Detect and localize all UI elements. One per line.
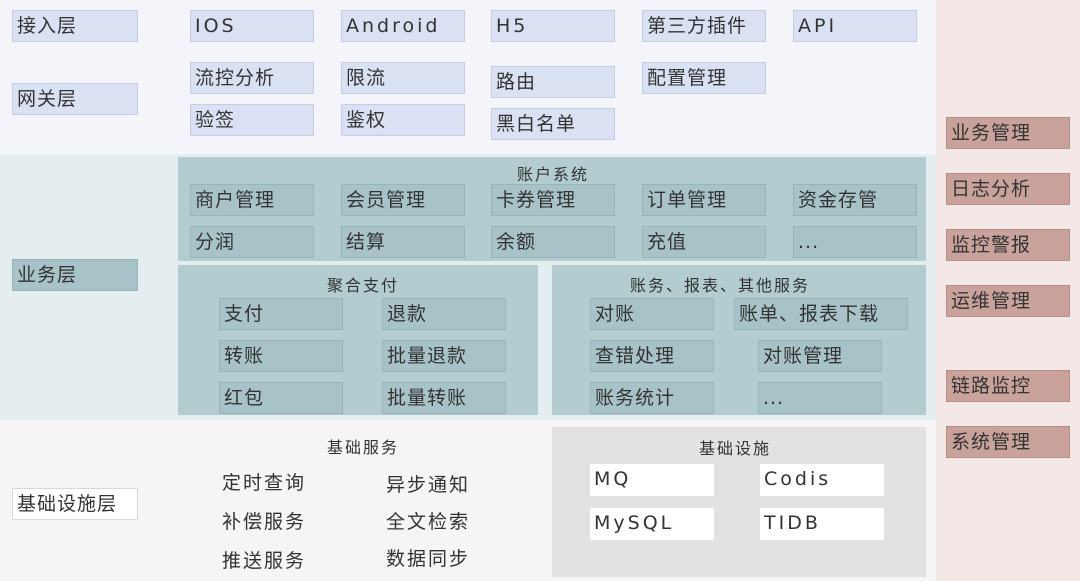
payment-item-red-packet: 红包: [219, 382, 343, 414]
accounting-item-reconciliation: 对账: [590, 298, 714, 330]
accounting-item-bill-report-download: 账单、报表下载: [734, 298, 908, 330]
gateway-item-routing: 路由: [491, 66, 615, 98]
basic-services-title: 基础服务: [326, 438, 399, 457]
service-item-full-text-search: 全文检索: [386, 511, 471, 533]
side-item-ops-management: 运维管理: [946, 285, 1070, 317]
side-item-trace-monitoring: 链路监控: [946, 370, 1070, 402]
account-item-settlement: 结算: [341, 226, 465, 258]
business-layer-label: 业务层: [12, 259, 138, 291]
access-item-api: API: [793, 10, 917, 42]
service-item-scheduled-query: 定时查询: [222, 472, 307, 494]
account-item-merchant-management: 商户管理: [190, 184, 314, 216]
facility-item-mq: MQ: [590, 464, 714, 496]
basic-facilities-panel: [552, 427, 926, 577]
gateway-item-rate-limit: 限流: [341, 62, 465, 94]
access-layer-label: 接入层: [12, 10, 138, 42]
payment-item-transfer: 转账: [219, 340, 343, 372]
infrastructure-layer-label: 基础设施层: [12, 488, 138, 520]
payment-item-batch-refund: 批量退款: [382, 340, 506, 372]
gateway-layer-band: [0, 55, 936, 151]
service-item-data-sync: 数据同步: [386, 548, 471, 570]
service-item-push: 推送服务: [222, 550, 307, 572]
side-item-monitoring-alarm: 监控警报: [946, 229, 1070, 261]
service-item-async-notify: 异步通知: [386, 474, 471, 496]
gateway-item-flow-analysis: 流控分析: [190, 62, 314, 94]
account-item-profit-sharing: 分润: [190, 226, 314, 258]
payment-item-pay: 支付: [219, 298, 343, 330]
gateway-item-signature-verify: 验签: [190, 104, 314, 136]
facility-item-mysql: MySQL: [590, 508, 714, 540]
account-item-coupon-management: 卡券管理: [491, 184, 615, 216]
access-item-android: Android: [341, 10, 465, 42]
account-item-recharge: 充值: [642, 226, 766, 258]
payment-item-refund: 退款: [382, 298, 506, 330]
gateway-item-authentication: 鉴权: [341, 104, 465, 136]
payment-item-batch-transfer: 批量转账: [382, 382, 506, 414]
account-item-more: ...: [793, 226, 917, 258]
side-item-log-analysis: 日志分析: [946, 173, 1070, 205]
account-item-order-management: 订单管理: [642, 184, 766, 216]
access-item-ios: IOS: [190, 10, 314, 42]
accounting-item-error-handling: 查错处理: [590, 340, 714, 372]
accounting-item-more: ...: [758, 382, 882, 414]
side-item-business-management: 业务管理: [946, 117, 1070, 149]
accounting-item-reconciliation-management: 对账管理: [758, 340, 882, 372]
facility-item-codis: Codis: [760, 464, 884, 496]
gateway-layer-label: 网关层: [12, 83, 138, 115]
facility-item-tidb: TIDB: [760, 508, 884, 540]
access-layer-band: [0, 0, 936, 52]
accounting-services-title: 账务、报表、其他服务: [629, 276, 810, 295]
accounting-item-statistics: 账务统计: [590, 382, 714, 414]
account-system-title: 账户系统: [516, 165, 589, 184]
account-item-fund-custody: 资金存管: [793, 184, 917, 216]
gateway-item-config-management: 配置管理: [642, 62, 766, 94]
account-item-balance: 余额: [491, 226, 615, 258]
access-item-h5: H5: [491, 10, 615, 42]
side-item-system-management: 系统管理: [946, 426, 1070, 458]
aggregate-payment-title: 聚合支付: [326, 276, 399, 295]
account-item-member-management: 会员管理: [341, 184, 465, 216]
basic-facilities-title: 基础设施: [698, 439, 771, 458]
gateway-item-black-white-list: 黑白名单: [491, 108, 615, 140]
service-item-compensation: 补偿服务: [222, 511, 307, 533]
access-item-third-party-plugin: 第三方插件: [642, 10, 766, 42]
